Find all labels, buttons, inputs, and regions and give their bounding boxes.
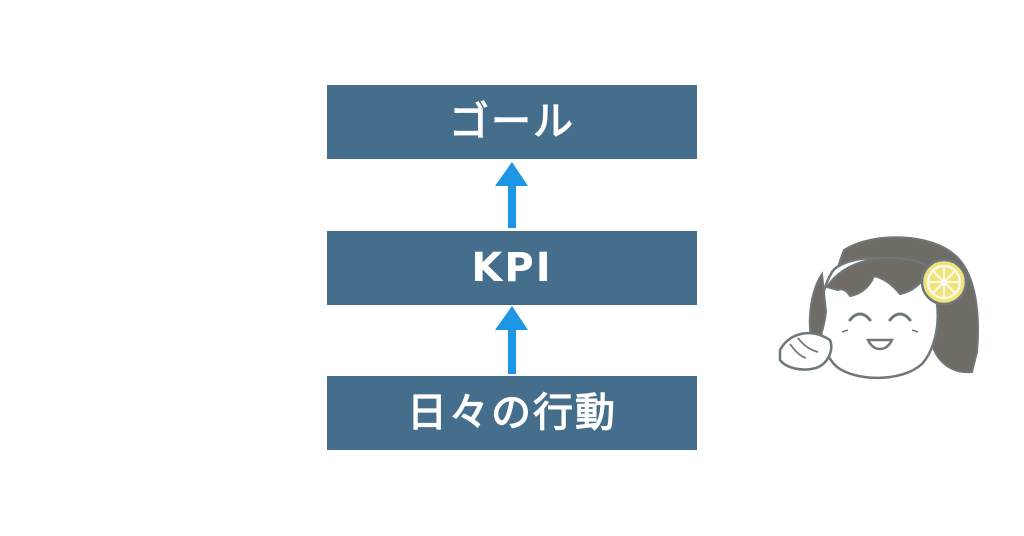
daily-action-box: 日々の行動 bbox=[327, 376, 697, 450]
kpi-label: KPI bbox=[471, 245, 553, 291]
arrow-up-icon bbox=[495, 306, 528, 374]
arrow-up-icon bbox=[495, 162, 528, 228]
goal-box: ゴール bbox=[327, 85, 697, 159]
daily-action-label: 日々の行動 bbox=[407, 390, 617, 436]
goal-label: ゴール bbox=[449, 99, 575, 145]
girl-character-icon bbox=[778, 236, 979, 380]
kpi-box: KPI bbox=[327, 231, 697, 305]
